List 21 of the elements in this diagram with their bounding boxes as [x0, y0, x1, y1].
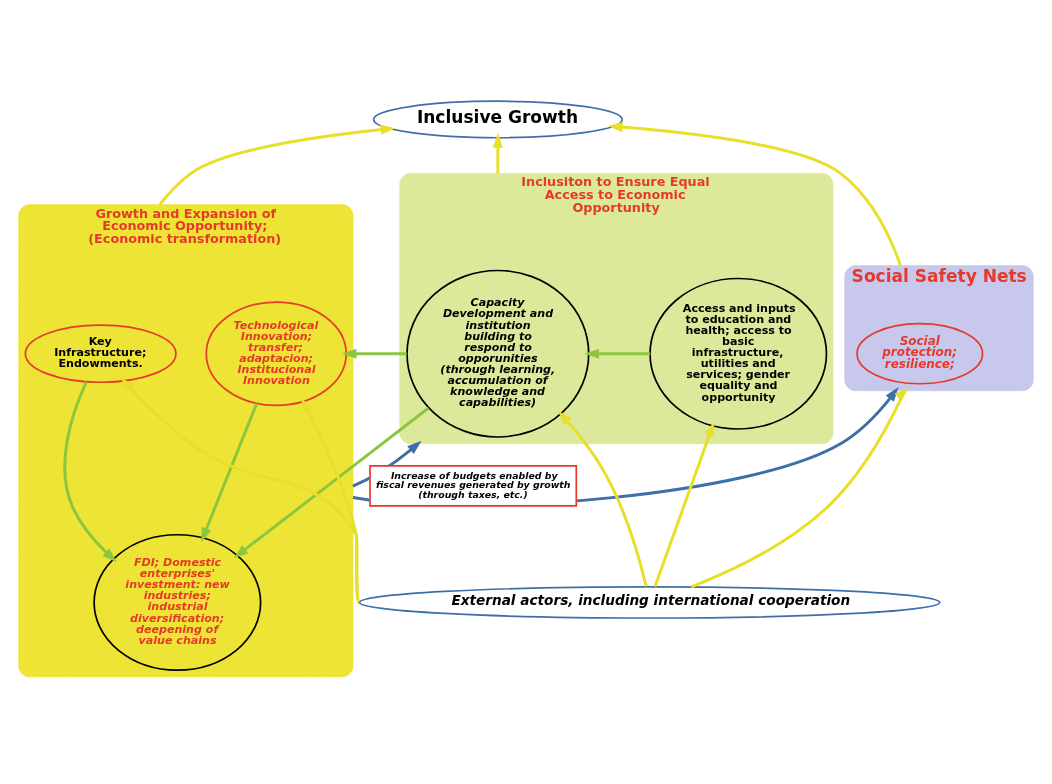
arrow: [201, 402, 259, 542]
node-ellipse: Key Infrastructure; Endowments.: [24, 323, 177, 383]
node-ellipse: Social protection; resilience;: [856, 322, 984, 385]
node-circle: Capacity Development and institution building to respond to opporunities (through learning, accumulation of knowledge and capabilities): [406, 269, 590, 438]
arrow: [341, 348, 407, 359]
arrow: [301, 397, 361, 603]
node-ellipse: Technological Innovation; transfer; adaptacion; Institucional Innovation: [205, 300, 348, 406]
edge-label: Increase of budgets enabled by fiscal revenues generated by growth (through taxes, etc.): [375, 469, 571, 500]
arrow: [63, 380, 117, 562]
node-ellipse: External actors, including international cooperation: [358, 585, 941, 619]
arrow: [120, 376, 361, 603]
node-ellipse: Access and inputs to education and health; access to basic infrastructure, utilities and services; gender equality and opportunity: [649, 277, 828, 430]
node-ellipse: FDI; Domestic enterprises' investment: new industries; industrial diversification; deepening of value chains: [93, 533, 262, 671]
arrow: [584, 348, 651, 359]
arrow: [653, 421, 715, 587]
arrow: [158, 124, 396, 206]
arrow: [558, 410, 648, 587]
arrow: [492, 132, 503, 173]
arrow: [608, 121, 902, 266]
arrow: [690, 387, 909, 588]
arrow: [233, 406, 430, 558]
